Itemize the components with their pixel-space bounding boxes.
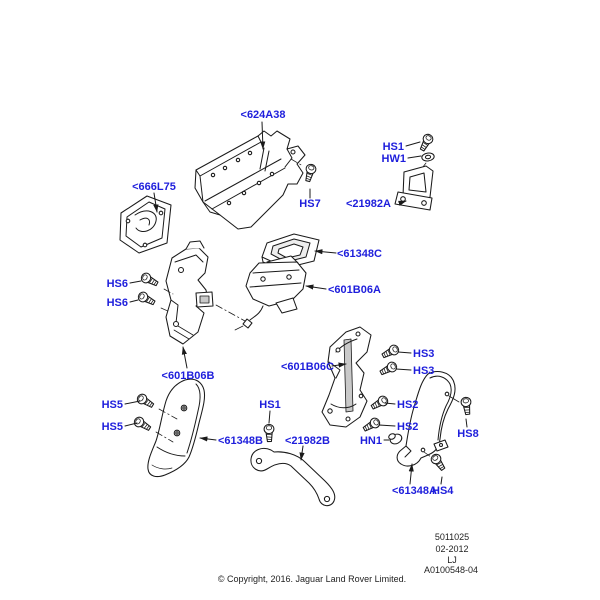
fastener-hn1-drawing <box>388 433 403 445</box>
part-601B06C-bracket-drawing <box>321 326 372 428</box>
fastener-hs3-1-drawing <box>380 342 401 361</box>
callout-hs5-1[interactable]: HS5 <box>102 399 123 411</box>
model-code: LJ <box>447 555 457 565</box>
callout-hs8[interactable]: HS8 <box>457 428 478 440</box>
callout-hs1-top[interactable]: HS1 <box>383 141 404 153</box>
part-21982B-brace-drawing <box>250 447 336 507</box>
callout-624A38[interactable]: <624A38 <box>241 109 286 121</box>
callout-hs3-1[interactable]: HS3 <box>413 348 434 360</box>
part-624A38-bracket-drawing <box>194 130 306 230</box>
part-61348A-shield-drawing <box>396 371 456 467</box>
callout-hw1[interactable]: HW1 <box>382 153 406 165</box>
fastener-hs6-1-drawing <box>139 270 160 289</box>
callout-hs7[interactable]: HS7 <box>299 198 320 210</box>
callout-666L75[interactable]: <666L75 <box>132 181 176 193</box>
callout-hs2-1[interactable]: HS2 <box>397 399 418 411</box>
publication-date: 02-2012 <box>435 544 468 554</box>
illustration-number: A0100548-04 <box>424 565 478 575</box>
callout-hs6-1[interactable]: HS6 <box>107 278 128 290</box>
fastener-hs7-drawing <box>302 162 318 183</box>
part-61348B-shield-drawing <box>147 378 206 478</box>
callout-hs3-2[interactable]: HS3 <box>413 365 434 377</box>
callout-21982B[interactable]: <21982B <box>285 435 330 447</box>
fastener-hs1-bottom-drawing <box>263 423 275 443</box>
callout-601B06C[interactable]: <601B06C <box>281 361 334 373</box>
fastener-hs8-drawing <box>459 396 474 416</box>
fastener-hw1-washer-drawing <box>421 152 435 162</box>
part-21982A-striker-drawing <box>394 165 434 211</box>
part-601B06A-latch-drawing <box>234 255 307 331</box>
callout-hn1[interactable]: HN1 <box>360 435 382 447</box>
callout-601B06A[interactable]: <601B06A <box>328 284 381 296</box>
callout-601B06B[interactable]: <601B06B <box>162 370 215 382</box>
fastener-hs2-2-drawing <box>361 415 382 435</box>
callout-61348B[interactable]: <61348B <box>218 435 263 447</box>
callout-hs4[interactable]: HS4 <box>432 485 454 497</box>
fastener-hs6-2-drawing <box>136 289 157 308</box>
callout-hs1-bottom[interactable]: HS1 <box>259 399 280 411</box>
fastener-hs4-drawing <box>428 451 448 473</box>
copyright-notice: © Copyright, 2016. Jaguar Land Rover Lim… <box>218 574 406 584</box>
callout-hs2-2[interactable]: HS2 <box>397 421 418 433</box>
part-601B06B-latch-plate-drawing <box>165 240 214 345</box>
callout-hs6-2[interactable]: HS6 <box>107 297 128 309</box>
footer-block: 5011025 02-2012 LJ A0100548-04 © Copyrig… <box>218 532 478 584</box>
callout-61348C[interactable]: <61348C <box>337 248 382 260</box>
fastener-hs3-2-drawing <box>378 359 399 378</box>
leader-lines <box>124 121 468 485</box>
publication-number: 5011025 <box>435 532 469 542</box>
fastener-hs5-2-drawing <box>131 414 153 434</box>
callout-hs5-2[interactable]: HS5 <box>102 421 123 433</box>
callout-61348A[interactable]: <61348A <box>392 485 437 497</box>
part-666L75-bracket-drawing <box>119 195 172 254</box>
callout-21982A[interactable]: <21982A <box>346 198 391 210</box>
fastener-hs1-top-drawing <box>417 132 436 153</box>
